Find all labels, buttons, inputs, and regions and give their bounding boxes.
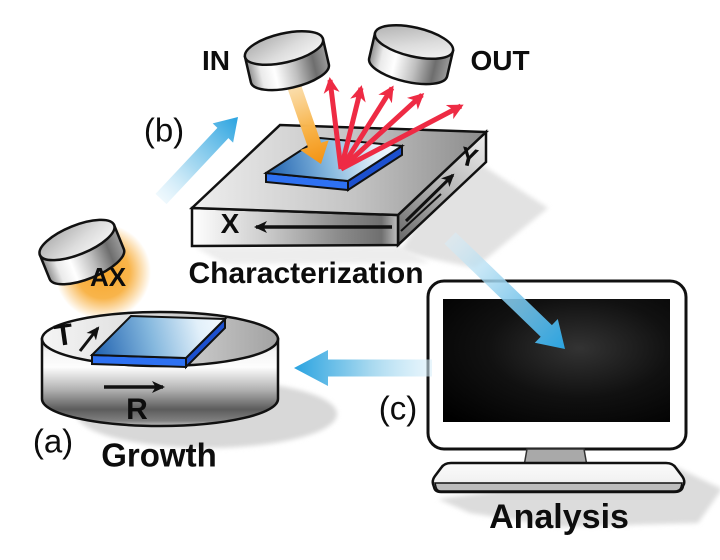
monitor-base-lip: [434, 482, 683, 492]
stage-shadow: [400, 152, 548, 268]
in-cylinder-icon: [240, 23, 334, 98]
monitor-screen: [443, 299, 670, 422]
stage-front-shadow: [195, 246, 430, 264]
growth-sample-icon: [89, 314, 228, 370]
r-axis-label: R: [126, 393, 148, 426]
flow-arrow-growth-to-characterization-icon: [155, 117, 238, 205]
t-axis-arrow-icon: [78, 326, 100, 352]
out-label: OUT: [470, 45, 530, 76]
growth-label: Growth: [101, 436, 217, 474]
panel-a-label: (a): [32, 422, 74, 460]
in-label: IN: [202, 45, 230, 76]
out-cylinder-icon: [364, 17, 458, 92]
y-axis-arrow-icon: [404, 173, 455, 223]
panel-c-label: (c): [378, 389, 418, 427]
reflected-beams-icon: [323, 77, 464, 172]
analysis-label: Analysis: [489, 498, 629, 536]
stage-sample-icon: [263, 136, 405, 192]
flow-arrow-analysis-to-growth-icon: [294, 350, 432, 386]
beam-in-arrow-icon: [287, 83, 329, 164]
flow-arrow-characterization-to-analysis-icon: [444, 232, 565, 349]
monitor-icon: [426, 279, 688, 494]
x-axis-label: X: [220, 208, 240, 239]
characterization-label: Characterization: [188, 257, 424, 290]
stage-groove-line: [400, 193, 442, 232]
panel-b-label: (b): [143, 111, 185, 149]
ax-label: AX: [89, 262, 127, 292]
